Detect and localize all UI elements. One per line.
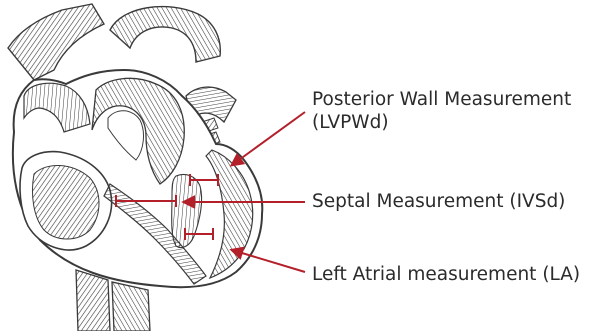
superior-vena-cava — [8, 4, 104, 80]
septal-label: Septal Measurement (IVSd) — [312, 190, 565, 213]
left-atrial-label: Left Atrial measurement (LA) — [312, 263, 580, 286]
inferior-vena-cava — [76, 270, 110, 331]
posterior-wall-label-line1: Posterior Wall Measurement — [312, 88, 571, 111]
aortic-arch — [110, 7, 220, 62]
descending-aorta — [112, 282, 150, 331]
heart-illustration — [8, 4, 262, 331]
posterior-wall-label: Posterior Wall Measurement (LVPWd) — [312, 88, 571, 134]
posterior-arrow — [232, 112, 305, 165]
posterior-wall-label-line2: (LVPWd) — [312, 111, 571, 134]
